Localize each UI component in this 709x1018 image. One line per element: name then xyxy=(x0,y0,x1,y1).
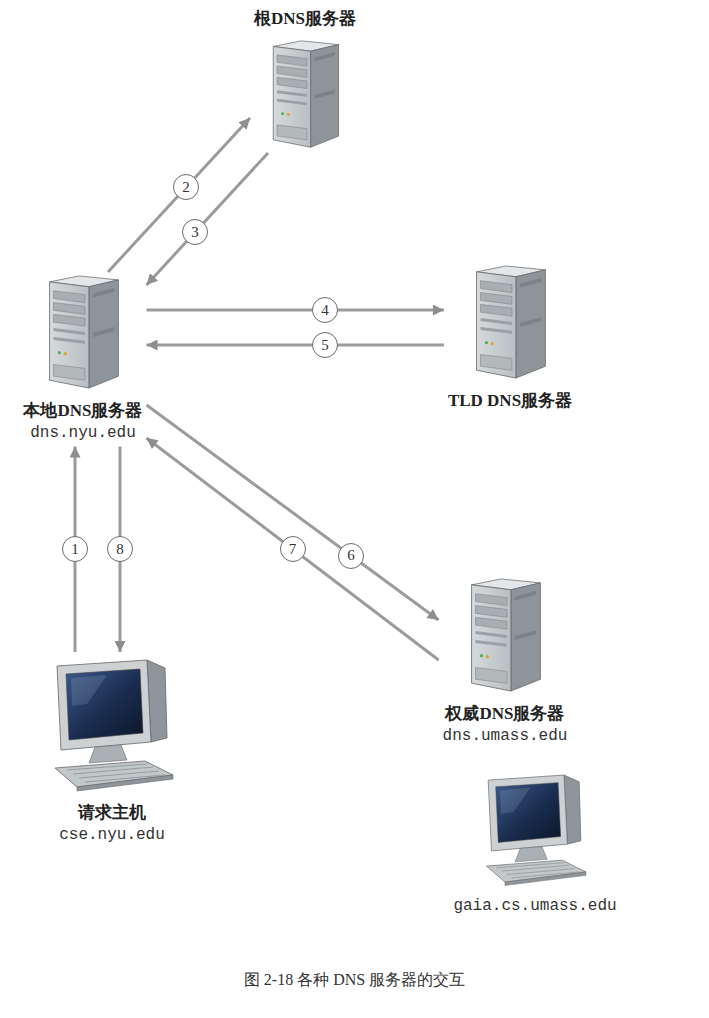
callout-number: 4 xyxy=(312,297,338,323)
callout-number: 5 xyxy=(312,332,338,358)
figure-caption: 图 2-18 各种 DNS 服务器的交互 xyxy=(244,971,465,988)
server-node: 本地DNS服务器dns.nyu.edu xyxy=(19,272,146,447)
computer-icon xyxy=(47,654,177,794)
server-node: 权威DNS服务器dns.umass.edu xyxy=(439,575,572,750)
computer-node: 请求主机cse.nyu.edu xyxy=(43,652,181,849)
callout-number: 6 xyxy=(338,543,364,569)
host-name: cse.nyu.edu xyxy=(59,825,165,847)
figure-caption-row: 图 2-18 各种 DNS 服务器的交互 xyxy=(0,970,709,991)
query-arrow xyxy=(147,153,269,285)
server-label: 根DNS服务器 xyxy=(254,8,356,31)
callout-number: 1 xyxy=(62,536,88,562)
query-arrow xyxy=(147,344,444,347)
callout-number: 7 xyxy=(280,536,306,562)
host-name: dns.nyu.edu xyxy=(30,423,136,445)
server-label: TLD DNS服务器 xyxy=(448,390,572,413)
icon-graphic xyxy=(50,276,119,388)
callout-number: 3 xyxy=(182,219,208,245)
server-node: 根DNS服务器 xyxy=(250,6,360,153)
server-icon xyxy=(43,274,123,392)
query-arrow xyxy=(147,309,444,312)
host-name: gaia.cs.umass.edu xyxy=(453,896,616,918)
icon-graphic xyxy=(477,266,546,378)
computer-icon xyxy=(477,770,592,888)
server-node: TLD DNS服务器 xyxy=(444,262,576,415)
server-label: 本地DNS服务器 xyxy=(23,400,142,423)
server-icon xyxy=(265,39,345,151)
icon-graphic xyxy=(55,660,173,791)
server-label: 请求主机 xyxy=(78,802,146,825)
query-arrow xyxy=(147,438,439,660)
computer-node: gaia.cs.umass.edu xyxy=(449,768,620,920)
callout-number: 2 xyxy=(173,174,199,200)
server-icon xyxy=(470,264,550,382)
server-label: 权威DNS服务器 xyxy=(445,703,564,726)
icon-graphic xyxy=(472,579,541,691)
icon-graphic xyxy=(273,41,338,147)
server-icon xyxy=(465,577,545,695)
query-arrow xyxy=(147,405,439,620)
callout-number: 8 xyxy=(107,536,133,562)
icon-graphic xyxy=(487,775,586,885)
host-name: dns.umass.edu xyxy=(443,726,568,748)
